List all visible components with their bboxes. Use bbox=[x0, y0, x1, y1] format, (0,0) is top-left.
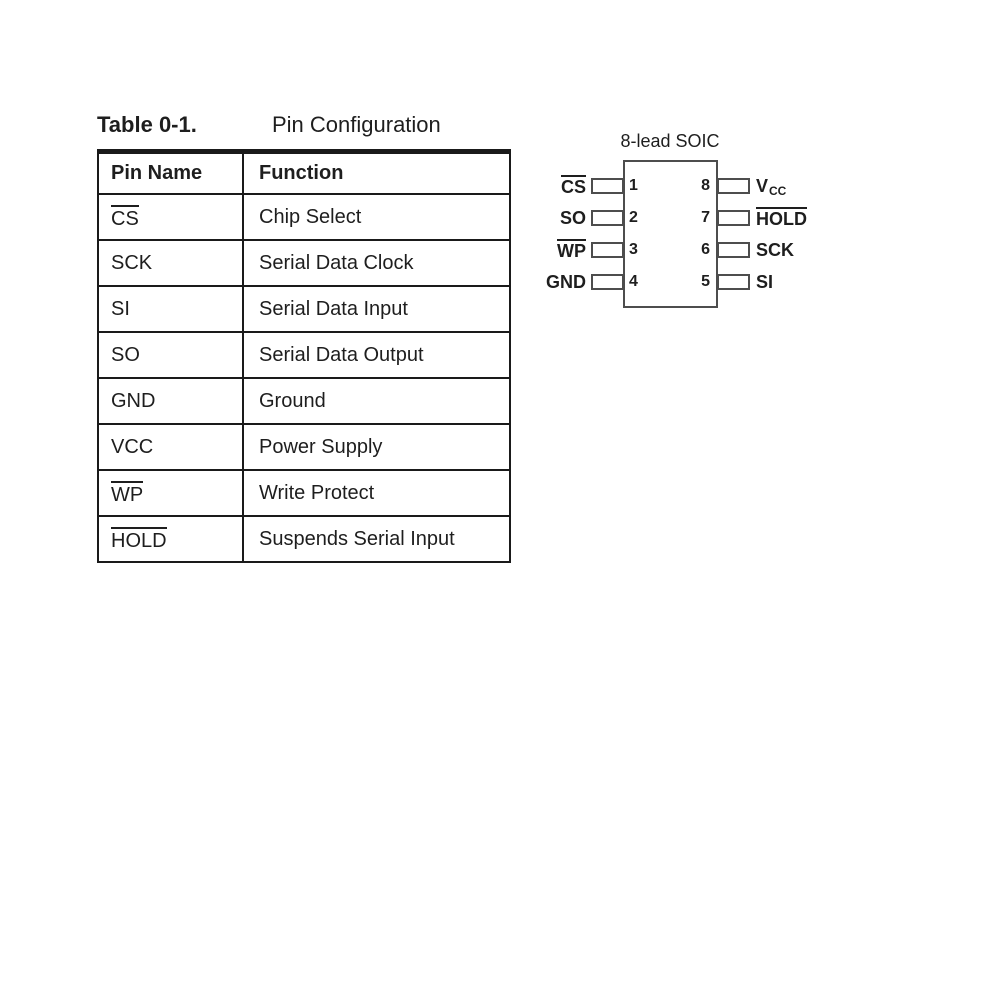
table-row: WP Write Protect bbox=[99, 469, 509, 515]
table-row: GND Ground bbox=[99, 377, 509, 423]
pin-name-sck: SCK bbox=[111, 251, 153, 274]
table-row: VCC Power Supply bbox=[99, 423, 509, 469]
pin-label-wp: WP bbox=[557, 239, 586, 261]
pin-lead-1 bbox=[591, 178, 624, 194]
pin-name-wp: WP bbox=[111, 480, 144, 506]
function-cell: Serial Data Input bbox=[259, 297, 408, 320]
column-header-function: Function bbox=[259, 162, 344, 184]
pin-name-cs: CS bbox=[111, 204, 139, 230]
table-row: CS Chip Select bbox=[99, 193, 509, 239]
pin-number-2: 2 bbox=[629, 209, 638, 226]
pin-label-hold: HOLD bbox=[756, 207, 807, 229]
soic-diagram-title: 8-lead SOIC bbox=[620, 131, 720, 151]
function-cell: Serial Data Output bbox=[259, 343, 424, 366]
pin-configuration-table: Pin Name Function CS Chip Select SCK Ser… bbox=[97, 149, 511, 563]
pin-lead-3 bbox=[591, 242, 624, 258]
function-cell: Power Supply bbox=[259, 435, 383, 458]
pin-name-cell: SCK bbox=[99, 241, 244, 285]
pin-label-sck: SCK bbox=[756, 240, 795, 260]
pin-number-6: 6 bbox=[701, 241, 710, 258]
table-row: HOLD Suspends Serial Input bbox=[99, 515, 509, 561]
pin-label-vcc: VCC bbox=[756, 176, 787, 198]
table-caption-number: Table 0-1. bbox=[97, 112, 197, 137]
vcc-subscript: CC bbox=[769, 184, 787, 198]
pin-name-cell: VCC bbox=[99, 425, 244, 469]
pin-name-cell: HOLD bbox=[99, 517, 244, 561]
chip-body bbox=[623, 160, 718, 308]
pin-name-cell: SO bbox=[99, 333, 244, 377]
function-cell: Suspends Serial Input bbox=[259, 527, 455, 550]
pin-name-cell: SI bbox=[99, 287, 244, 331]
pin-name-hold: HOLD bbox=[111, 526, 167, 552]
pin-name-so: SO bbox=[111, 343, 140, 366]
pin-name-cell: GND bbox=[99, 379, 244, 423]
pin-number-3: 3 bbox=[629, 241, 638, 258]
pin-label-cs: CS bbox=[560, 175, 586, 197]
pin-number-1: 1 bbox=[629, 177, 638, 194]
pin-lead-2 bbox=[591, 210, 624, 226]
table-row: SO Serial Data Output bbox=[99, 331, 509, 377]
function-cell: Serial Data Clock bbox=[259, 251, 414, 274]
table-row: SCK Serial Data Clock bbox=[99, 239, 509, 285]
pin-number-4: 4 bbox=[629, 273, 638, 290]
pin-lead-7 bbox=[717, 210, 750, 226]
pin-number-7: 7 bbox=[701, 209, 710, 226]
pin-name-vcc: VCC bbox=[111, 435, 154, 458]
pin-label-so: SO bbox=[559, 208, 586, 228]
pin-number-8: 8 bbox=[701, 177, 710, 194]
pin-name-cell: CS bbox=[99, 195, 244, 239]
pin-number-5: 5 bbox=[701, 273, 710, 290]
function-cell: Ground bbox=[259, 389, 326, 412]
pin-label-si: SI bbox=[756, 272, 774, 292]
function-cell: Chip Select bbox=[259, 205, 362, 228]
pin-name-cell: WP bbox=[99, 471, 244, 515]
pin-lead-8 bbox=[717, 178, 750, 194]
table-header-row: Pin Name Function bbox=[99, 154, 509, 193]
table-caption: Table 0-1. Pin Configuration bbox=[97, 112, 441, 138]
pin-label-gnd: GND bbox=[546, 272, 586, 292]
pin-lead-5 bbox=[717, 274, 750, 290]
pin-lead-6 bbox=[717, 242, 750, 258]
pin-name-si: SI bbox=[111, 297, 130, 320]
pin-lead-4 bbox=[591, 274, 624, 290]
table-row: SI Serial Data Input bbox=[99, 285, 509, 331]
pin-name-gnd: GND bbox=[111, 389, 156, 412]
table-caption-title: Pin Configuration bbox=[272, 112, 441, 137]
function-cell: Write Protect bbox=[259, 481, 375, 504]
column-header-pin-name: Pin Name bbox=[99, 154, 244, 193]
